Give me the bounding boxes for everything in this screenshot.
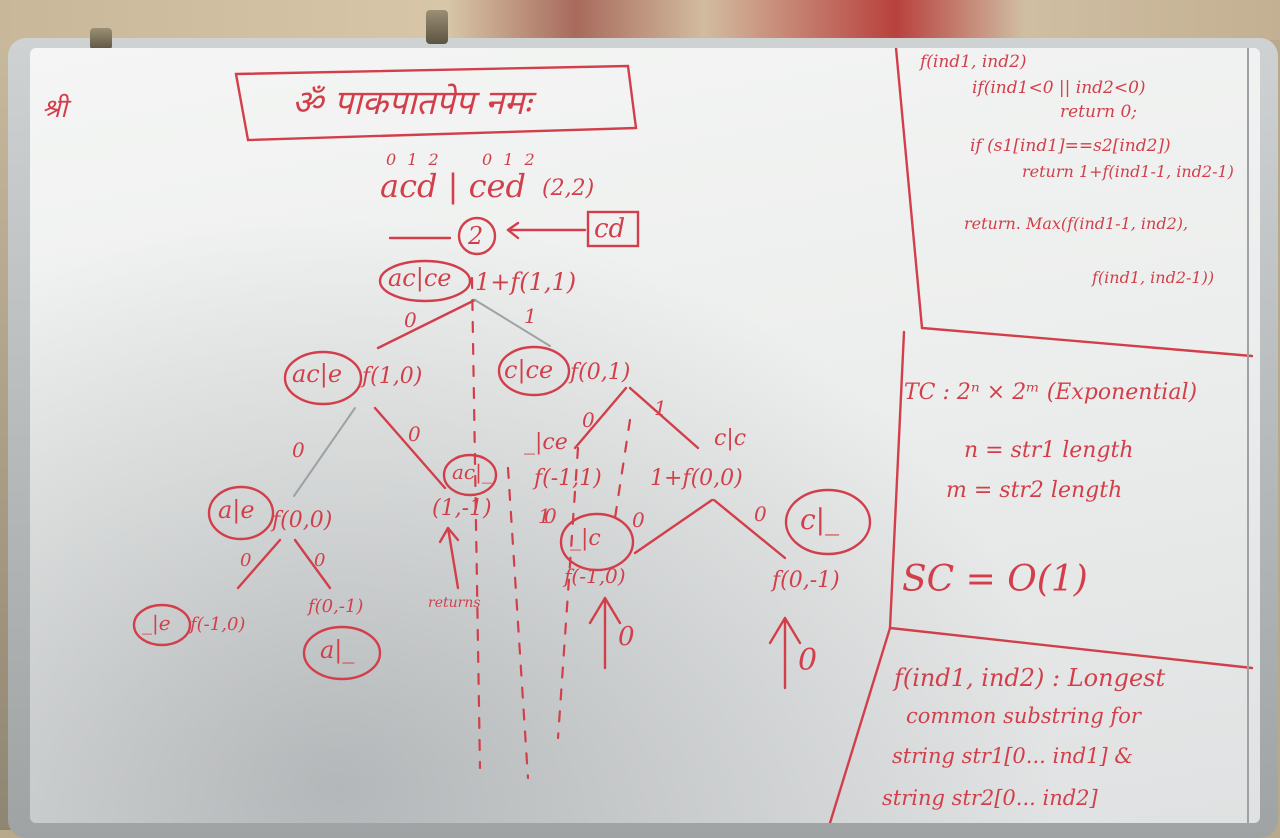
complexity-m: m = str2 length xyxy=(946,478,1123,503)
node-11: c|_ xyxy=(800,503,840,536)
root-label: 2 xyxy=(468,222,484,250)
edge-n4-n9 xyxy=(293,538,332,590)
heading-box-outline xyxy=(234,64,638,142)
code-line-7: f(ind1, ind2-1)) xyxy=(1092,268,1215,287)
divider-dashed-middle xyxy=(506,466,530,780)
ellipse-n11 xyxy=(784,488,872,556)
definition-line-3: string str1[0... ind1] & xyxy=(892,744,1134,768)
edge-label-0d: 0 xyxy=(582,408,595,432)
edge-label-0e: 0 xyxy=(544,504,557,528)
node-9: a|_ xyxy=(320,636,355,664)
returns-note: returns xyxy=(428,595,481,611)
complexity-n: n = str1 length xyxy=(964,438,1134,463)
node-1: ac|ce xyxy=(388,264,452,292)
left-hook xyxy=(90,28,112,50)
edge-n1-n2 xyxy=(376,298,477,350)
edge-n2-n4 xyxy=(293,407,356,497)
edge-n2-n5 xyxy=(373,406,447,490)
node-8: _|e xyxy=(142,611,171,635)
node-3: c|ce xyxy=(504,356,554,384)
whiteboard: श्री ॐ पाकपातपेप नमः 0 1 2 0 1 2 acd | c… xyxy=(30,48,1260,823)
root-boxed: cd xyxy=(594,214,626,244)
complexity-tc: TC : 2ⁿ × 2ᵐ (Exponential) xyxy=(904,380,1198,405)
root-strings: acd | ced xyxy=(380,167,526,205)
code-line-1: f(ind1, ind2) xyxy=(920,52,1027,72)
root-call: (2,2) xyxy=(542,176,595,201)
ellipse-n2 xyxy=(283,350,363,406)
board-drawings xyxy=(132,48,1254,823)
root-boxed-outline xyxy=(586,210,640,248)
node-8-call: f(-1,0) xyxy=(190,614,246,635)
divider-dashed-left xyxy=(470,276,482,770)
edge-n4-n8 xyxy=(236,538,282,590)
ellipse-n8 xyxy=(132,603,192,647)
heading-text: ॐ पाकपातपेप नमः xyxy=(292,83,532,123)
return-zero-1: 0 xyxy=(618,622,635,652)
node-6: _|ce xyxy=(524,430,568,455)
node-2-call: f(1,0) xyxy=(362,364,423,389)
definition-line-2: common substring for xyxy=(906,704,1141,728)
node-7-call: 1+f(0,0) xyxy=(650,466,743,491)
definition-line-1: f(ind1, ind2) : Longest xyxy=(894,664,1166,692)
edge-n1-n3 xyxy=(474,299,551,347)
ellipse-n10 xyxy=(559,512,635,572)
node-1-call: 1+f(1,1) xyxy=(475,268,577,296)
definition-panel-border xyxy=(828,626,892,823)
ellipse-n1 xyxy=(378,259,472,303)
node-10-call: f(-1,0) xyxy=(564,564,626,588)
edge-label-0i: 0 xyxy=(314,550,326,571)
edge-label-0h: 0 xyxy=(240,550,252,571)
edge-label-1c: 1 xyxy=(538,504,551,528)
node-4: a|e xyxy=(218,496,255,524)
root-arrow-head xyxy=(506,221,520,240)
ellipse-n9 xyxy=(302,625,382,681)
code-line-5: return 1+f(ind1-1, ind2-1) xyxy=(1022,162,1234,181)
ellipse-n3 xyxy=(497,345,571,397)
edge-label-0a: 0 xyxy=(404,308,417,332)
code-line-4: if (s1[ind1]==s2[ind2]) xyxy=(970,136,1171,156)
code-line-3: return 0; xyxy=(1060,102,1137,122)
background-curtain xyxy=(0,0,1280,40)
node-4-call: f(0,0) xyxy=(272,508,333,533)
edge-label-0c: 0 xyxy=(408,422,421,446)
complexity-sc: SC = O(1) xyxy=(902,559,1088,600)
divider-dashed-short xyxy=(613,418,632,520)
edge-n3-n7 xyxy=(628,386,700,450)
node-9-call: f(0,-1) xyxy=(308,596,364,617)
ellipse-n4 xyxy=(207,485,275,541)
edge-n3-n6 xyxy=(573,386,628,450)
arrow-n10 xyxy=(588,596,622,670)
edge-label-1a: 1 xyxy=(524,304,537,328)
arrow-n11 xyxy=(768,616,802,690)
edge-label-0b: 0 xyxy=(292,438,305,462)
root-circle xyxy=(457,216,497,256)
node-6-call: f(-1,1) xyxy=(534,466,602,491)
node-11-call: f(0,-1) xyxy=(772,568,840,593)
definition-line-4: string str2[0... ind2] xyxy=(882,786,1098,810)
edge-n7-n10 xyxy=(633,498,714,555)
root-indices-2: 0 1 2 xyxy=(482,150,538,169)
code-panel-border xyxy=(894,48,1254,358)
return-zero-2: 0 xyxy=(798,643,818,678)
node-3-call: f(0,1) xyxy=(570,360,631,385)
edge-label-0g: 0 xyxy=(754,502,767,526)
ellipse-n5 xyxy=(442,453,498,497)
corner-mark: श्री xyxy=(42,94,68,124)
edge-n7-n11 xyxy=(712,498,787,560)
node-10: _|c xyxy=(570,526,601,551)
edge-label-1b: 1 xyxy=(654,396,667,420)
divider-dashed-right xyxy=(556,446,580,740)
code-line-6: return. Max(f(ind1-1, ind2), xyxy=(964,214,1189,233)
node-7: c|c xyxy=(714,426,747,451)
right-hook xyxy=(426,10,448,44)
code-line-2: if(ind1<0 || ind2<0) xyxy=(972,78,1146,98)
node-5-call: (1,-1) xyxy=(432,496,492,521)
node-5: ac|_ xyxy=(452,460,492,484)
edge-label-0f: 0 xyxy=(632,508,645,532)
arrow-returns xyxy=(438,526,460,590)
root-indices-1: 0 1 2 xyxy=(386,150,442,169)
node-2: ac|e xyxy=(292,360,343,388)
